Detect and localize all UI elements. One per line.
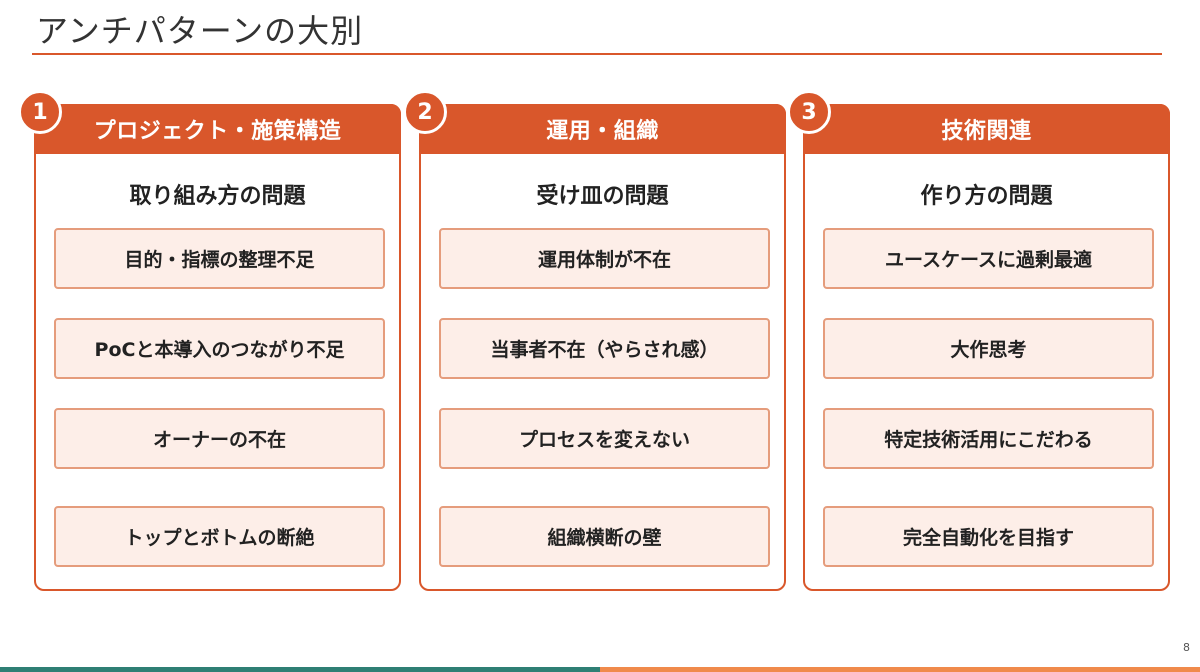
list-item: 完全自動化を目指す — [823, 506, 1154, 567]
list-item: オーナーの不在 — [54, 408, 385, 469]
list-item: トップとボトムの断絶 — [54, 506, 385, 567]
list-item: ユースケースに過剰最適 — [823, 228, 1154, 289]
column-header: 技術関連 — [803, 104, 1170, 154]
list-item: 特定技術活用にこだわる — [823, 408, 1154, 469]
column-subtitle: 作り方の問題 — [920, 184, 1053, 209]
list-item: PoCと本導入のつながり不足 — [54, 318, 385, 379]
column-header: 運用・組織 — [419, 104, 786, 154]
column-number-badge: 1 — [18, 90, 62, 134]
list-item: プロセスを変えない — [439, 408, 770, 469]
list-item: 目的・指標の整理不足 — [54, 228, 385, 289]
column-technology: 3 技術関連 作り方の問題 ユースケースに過剰最適 大作思考 特定技術活用にこだ… — [787, 90, 1170, 591]
title-divider — [32, 53, 1162, 55]
column-subtitle: 受け皿の問題 — [536, 184, 669, 209]
page-number: 8 — [1183, 641, 1190, 654]
list-item: 当事者不在（やらされ感） — [439, 318, 770, 379]
column-project-structure: 1 プロジェクト・施策構造 取り組み方の問題 目的・指標の整理不足 PoCと本導… — [18, 90, 401, 591]
list-item: 大作思考 — [823, 318, 1154, 379]
slide-title: アンチパターンの大別 — [36, 12, 364, 50]
bottom-bar-left — [0, 667, 600, 672]
column-operation-organization: 2 運用・組織 受け皿の問題 運用体制が不在 当事者不在（やらされ感） プロセス… — [403, 90, 786, 591]
list-item: 運用体制が不在 — [439, 228, 770, 289]
column-number-badge: 2 — [403, 90, 447, 134]
column-number-badge: 3 — [787, 90, 831, 134]
column-header: プロジェクト・施策構造 — [34, 104, 401, 154]
bottom-bar-right — [600, 667, 1200, 672]
column-subtitle: 取り組み方の問題 — [129, 184, 306, 209]
list-item: 組織横断の壁 — [439, 506, 770, 567]
